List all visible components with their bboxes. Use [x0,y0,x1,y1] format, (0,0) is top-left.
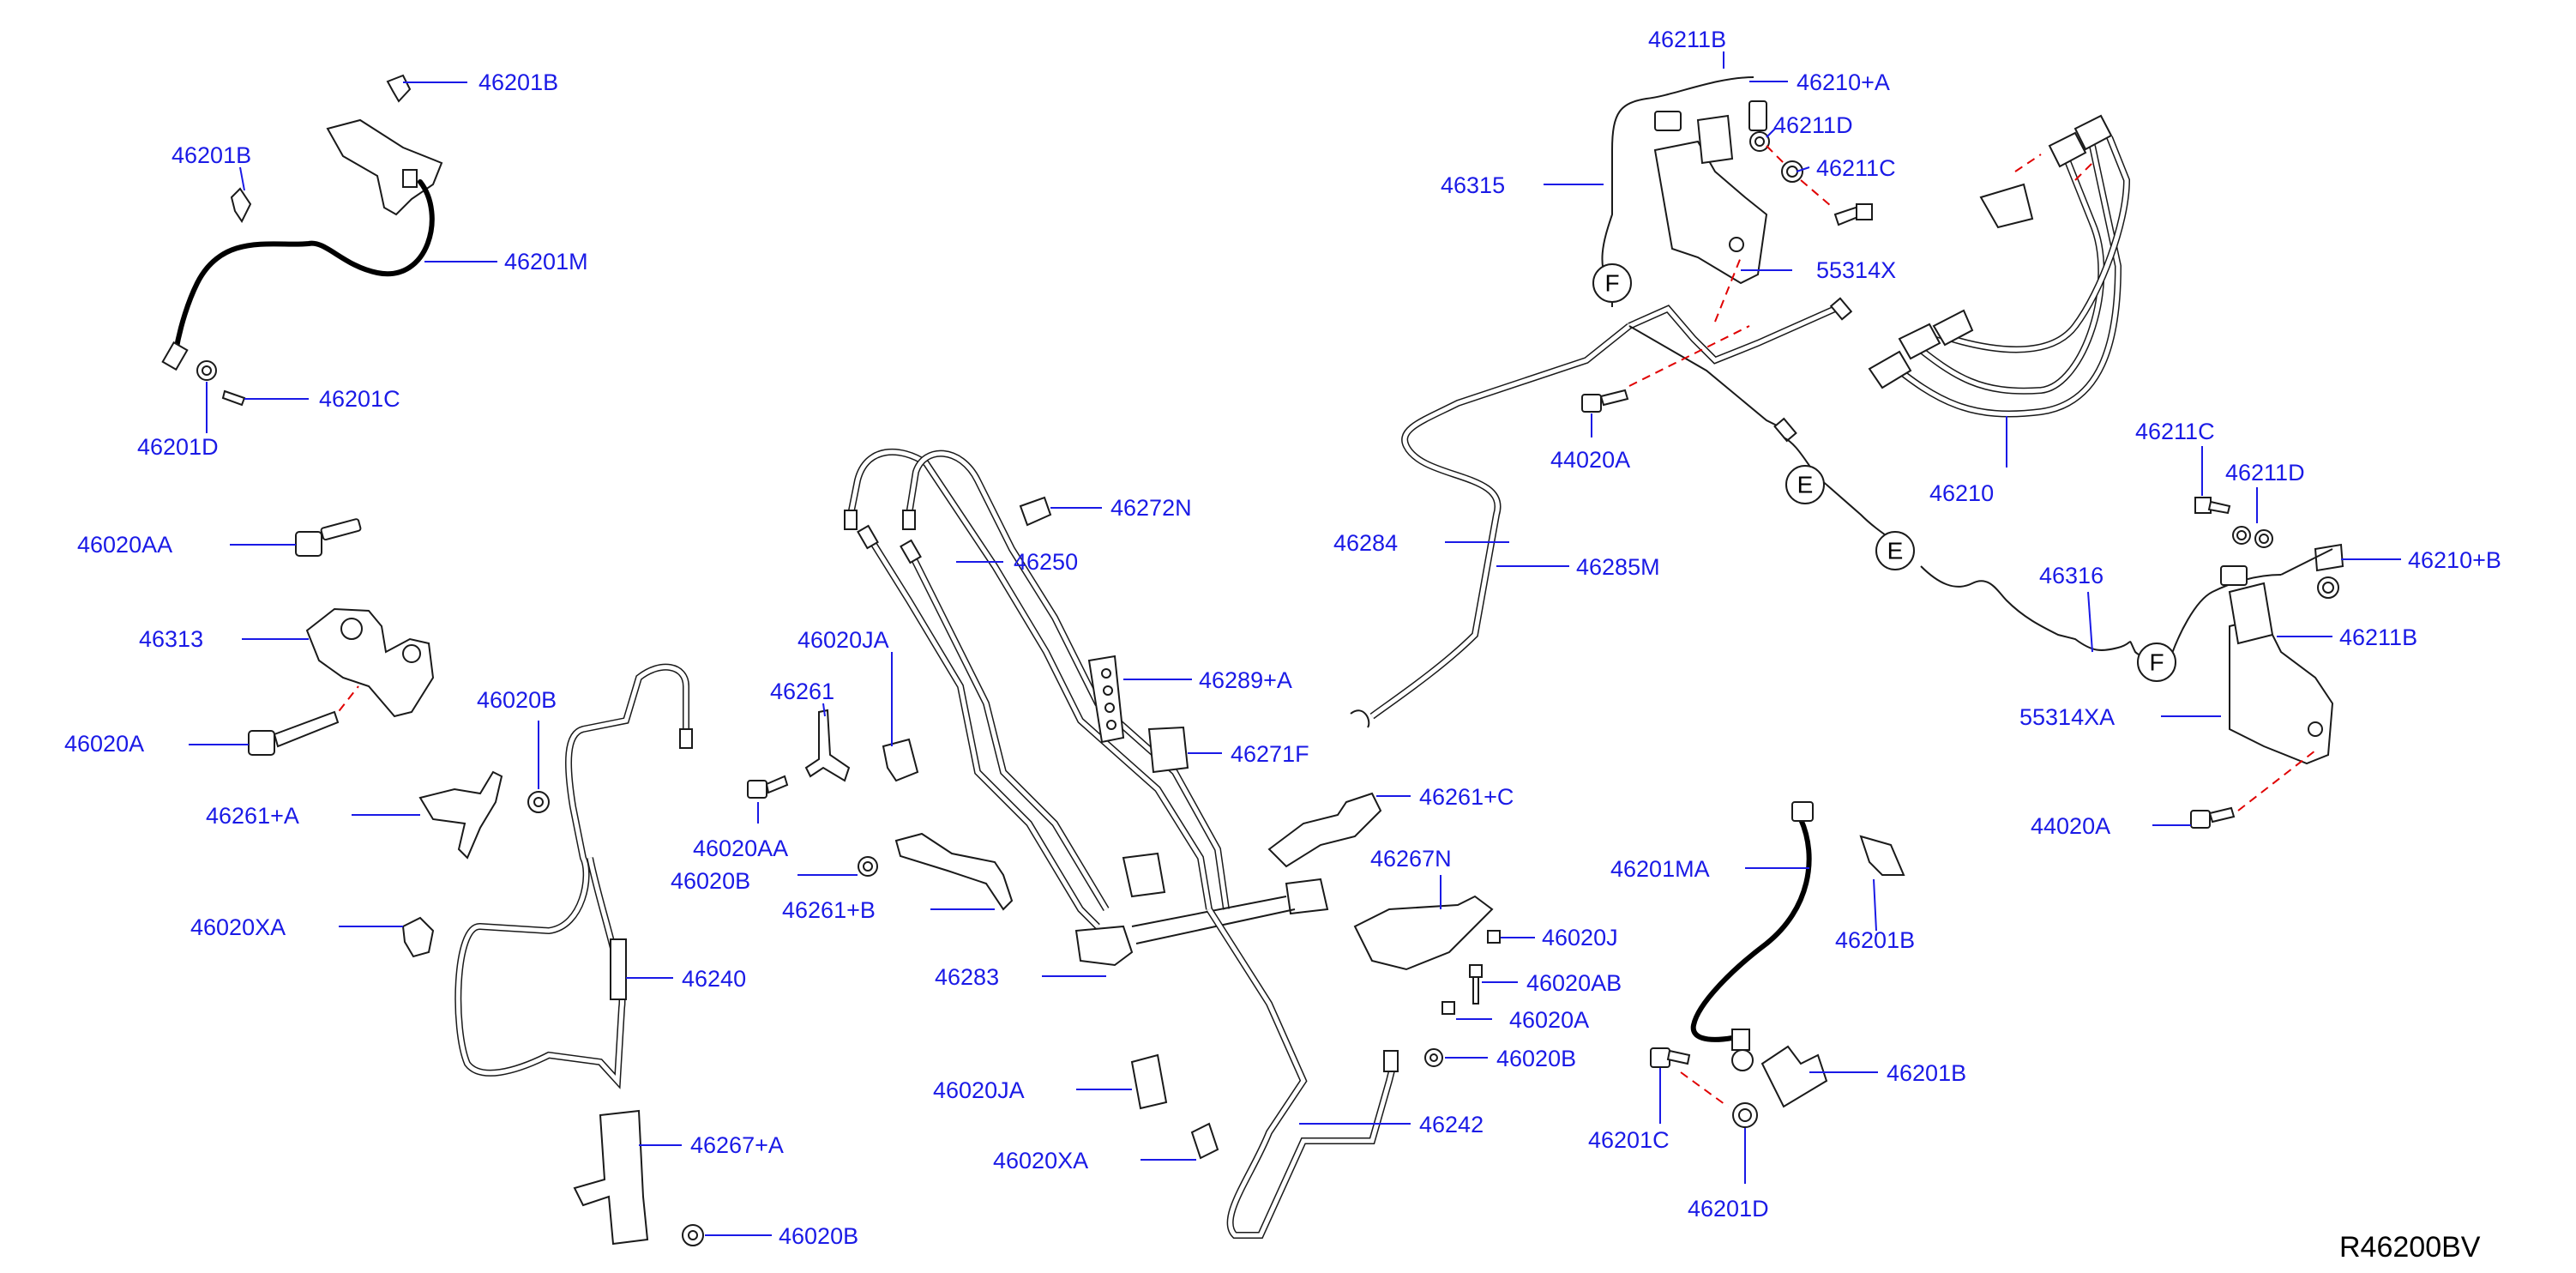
label-46267n: 46267N [1370,846,1452,872]
label-46211b-right: 46211B [2339,624,2417,650]
section-marker-e-2: E [1887,538,1904,564]
label-46261-plus-c: 46261+C [1419,784,1514,810]
label-46020b-center: 46020B [671,868,750,894]
label-46261-plus-b: 46261+B [782,897,876,923]
section-markers: F E E F [1592,263,2176,682]
label-46020ja-center: 46020JA [797,627,889,653]
label-46267-plus-a: 46267+A [690,1132,784,1158]
label-46283: 46283 [935,964,999,990]
label-46020ab: 46020AB [1526,970,1622,996]
label-46211d-right: 46211D [2225,460,2305,486]
label-44020a-top: 44020A [1550,447,1630,473]
label-46210: 46210 [1929,480,1994,506]
label-46201b-left: 46201B [172,142,251,168]
part-labels: 46201B 46201B 46201M 46201C 46201D 46020… [64,27,2501,1264]
section-marker-f-right: F [2149,649,2164,676]
section-marker-e-1: E [1797,472,1814,498]
label-46020aa-center: 46020AA [693,836,788,861]
label-46020a-center: 46020A [1509,1007,1589,1033]
label-46020aa-left: 46020AA [77,532,172,558]
label-46284: 46284 [1333,530,1398,556]
label-46211c-right: 46211C [2135,419,2215,444]
leader-lines [189,51,2401,1236]
label-46211b-top: 46211B [1648,27,1726,52]
label-46313: 46313 [139,626,203,652]
label-46201c-top: 46201C [319,386,400,412]
label-46201d-top: 46201D [137,434,219,460]
label-46271f: 46271F [1231,741,1309,767]
label-46201b-top: 46201B [478,69,558,95]
label-46201b-right-bottom: 46201B [1887,1060,1966,1086]
label-46285m: 46285M [1576,554,1660,580]
label-46020b-right-center: 46020B [1496,1046,1576,1071]
label-46240: 46240 [682,966,746,992]
label-46289-plus-a: 46289+A [1199,667,1292,693]
label-46201d-bottom: 46201D [1688,1196,1769,1222]
label-46316: 46316 [2039,563,2104,588]
label-46250: 46250 [1014,549,1078,575]
label-46201c-bottom: 46201C [1588,1127,1670,1153]
label-46020xa-bottom: 46020XA [993,1148,1088,1173]
label-55314xa: 55314XA [2019,704,2115,730]
section-marker-f-top: F [1604,270,1619,297]
label-46210-plus-b: 46210+B [2408,547,2501,573]
label-46020a-left: 46020A [64,731,144,757]
label-46020ja-bottom: 46020JA [933,1077,1025,1103]
label-44020a-right: 44020A [2031,813,2110,839]
label-46020b-left: 46020B [477,687,557,713]
label-46201m: 46201M [504,249,588,275]
label-46261: 46261 [770,679,834,704]
label-55314x: 55314X [1816,257,1896,283]
label-46201ma: 46201MA [1610,856,1710,882]
label-46020b-bottom: 46020B [779,1223,858,1249]
label-46315: 46315 [1441,172,1505,198]
part-drawings [161,74,2344,1246]
diagram-reference-code: R46200BV [2339,1231,2481,1264]
label-46211c-top: 46211C [1816,155,1896,181]
label-46242: 46242 [1419,1112,1484,1137]
label-46261-plus-a: 46261+A [206,803,299,829]
label-46211d-top: 46211D [1773,112,1853,138]
label-46020xa-left: 46020XA [190,914,286,940]
label-46272n: 46272N [1110,495,1192,521]
label-46201b-right-top: 46201B [1835,927,1915,953]
label-46020j: 46020J [1542,925,1618,950]
label-46210-plus-a: 46210+A [1797,69,1890,95]
